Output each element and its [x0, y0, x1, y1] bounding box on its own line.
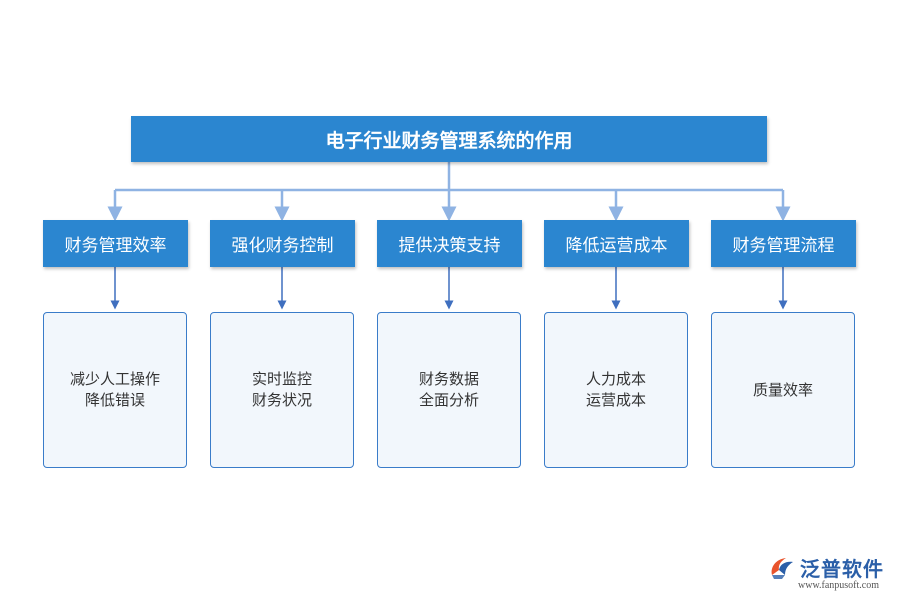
diagram-title: 电子行业财务管理系统的作用: [131, 116, 767, 162]
logo-name: 泛普软件: [800, 557, 884, 581]
detail-box-2: 实时监控 财务状况: [210, 312, 354, 468]
detail-box-3: 财务数据 全面分析: [377, 312, 521, 468]
detail-box-4: 人力成本 运营成本: [544, 312, 688, 468]
category-box-4: 降低运营成本: [544, 220, 689, 267]
detail-text: 运营成本: [585, 391, 646, 409]
fanpu-logo-icon: [771, 558, 793, 579]
logo-url: www.fanpusoft.com: [798, 580, 880, 591]
category-box-1: 财务管理效率: [43, 220, 188, 267]
detail-text: 财务状况: [251, 391, 312, 409]
detail-text: 质量效率: [752, 380, 813, 399]
category-box-2: 强化财务控制: [210, 220, 355, 267]
detail-text: 实时监控: [251, 370, 312, 388]
detail-box-5: 质量效率: [711, 312, 855, 468]
detail-text: 全面分析: [418, 391, 479, 409]
category-box-3: 提供决策支持: [377, 220, 522, 267]
detail-text: 减少人工操作: [69, 370, 160, 388]
detail-text: 降低错误: [84, 391, 145, 409]
detail-text: 财务数据: [418, 370, 479, 388]
detail-box-1: 减少人工操作 降低错误: [43, 312, 187, 468]
brand-logo: 泛普软件 www.fanpusoft.com: [768, 553, 893, 597]
detail-text: 人力成本: [585, 370, 646, 388]
category-box-5: 财务管理流程: [711, 220, 856, 267]
